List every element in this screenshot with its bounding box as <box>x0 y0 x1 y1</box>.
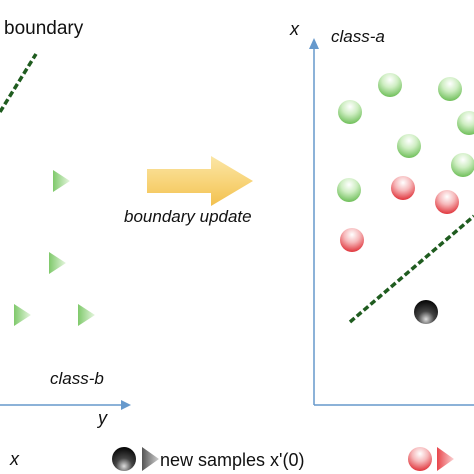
class-a-green-sample <box>457 111 474 135</box>
left-panel: boundary class-b y <box>0 18 131 428</box>
class-a-green-sample <box>438 77 462 101</box>
class-a-red-sample <box>391 176 415 200</box>
class-a-green-sample <box>451 153 474 177</box>
class-a-green-sample <box>397 134 421 158</box>
legend-grey-triangle-marker <box>142 447 159 471</box>
update-arrow-shape <box>147 156 253 206</box>
legend: x new samples x'(0) <box>9 447 454 471</box>
boundary-update-caption: boundary update <box>124 207 252 226</box>
class-a-red-sample <box>340 228 364 252</box>
left-panel-title: boundary <box>4 18 84 39</box>
left-y-axis-label: y <box>96 408 108 428</box>
class-a-label: class-a <box>331 27 385 46</box>
class-a-red-sample <box>435 190 459 214</box>
class-a-green-sample <box>337 178 361 202</box>
new-sample-black-marker <box>414 300 438 324</box>
right-boundary-line <box>348 214 474 324</box>
boundary-update-arrow: boundary update <box>124 156 253 226</box>
class-b-triangle-marker <box>78 304 95 326</box>
left-boundary-line <box>0 53 38 113</box>
legend-left-fragment: x <box>9 449 20 469</box>
class-a-green-sample <box>338 100 362 124</box>
class-a-green-sample <box>378 73 402 97</box>
legend-red-triangle-marker <box>437 447 454 471</box>
right-x-axis-arrowhead <box>309 38 319 49</box>
left-y-axis-arrowhead <box>121 400 131 410</box>
legend-black-circle-marker <box>112 447 136 471</box>
right-panel: x class-a <box>289 19 474 406</box>
right-x-axis-label: x <box>289 19 300 39</box>
legend-red-circle-marker <box>408 447 432 471</box>
class-b-triangle-marker <box>14 304 31 326</box>
legend-new-samples-label: new samples x'(0) <box>160 450 304 470</box>
class-b-triangle-marker <box>53 170 70 192</box>
class-b-label: class-b <box>50 369 104 388</box>
class-b-triangle-marker <box>49 252 66 274</box>
